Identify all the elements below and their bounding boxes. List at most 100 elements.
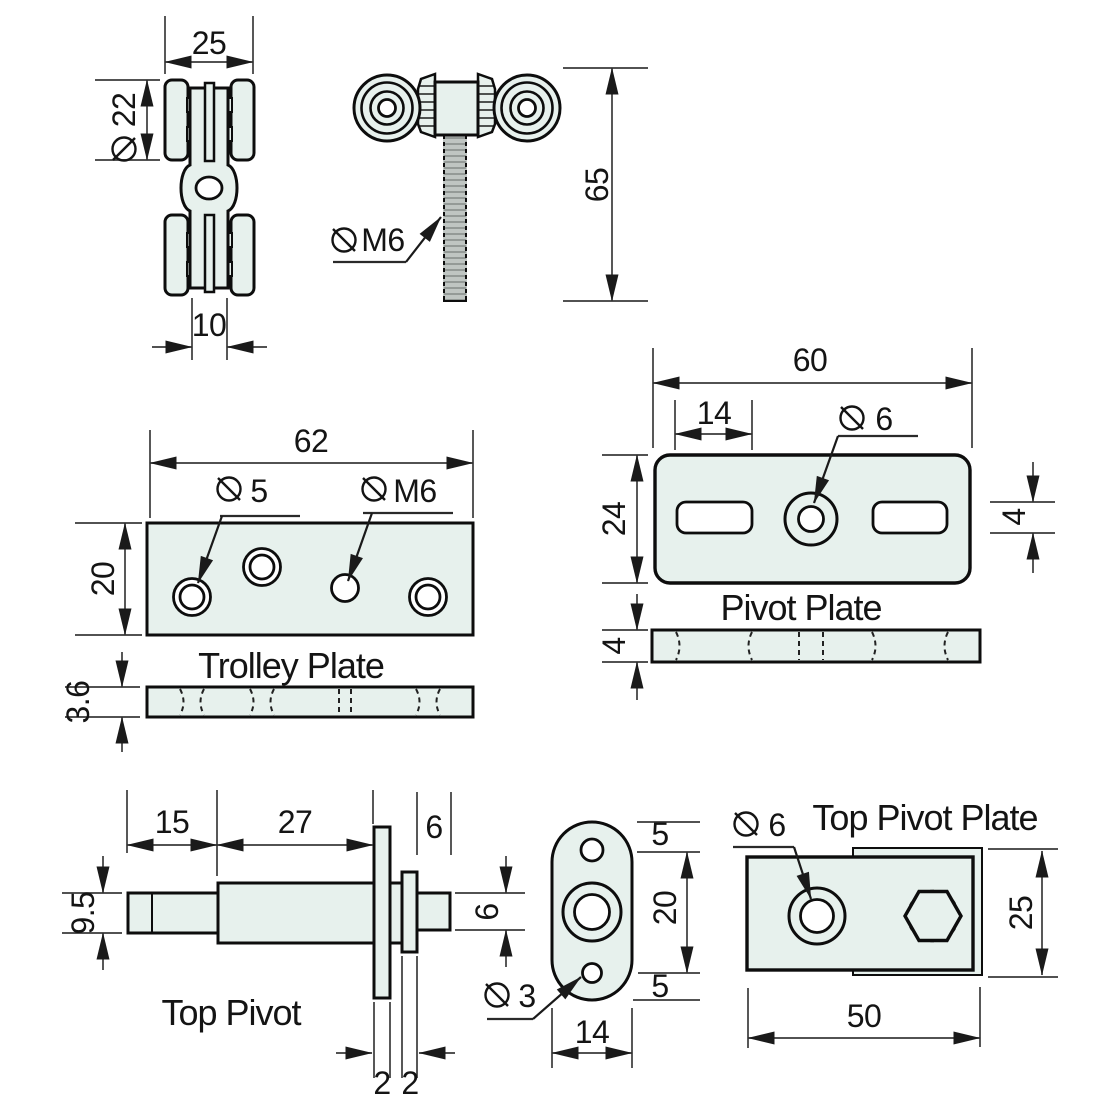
trolley-tire [229,213,256,297]
trolley-front-view: 25 22 10 [95,16,267,360]
hub-bracket [476,72,497,139]
hidden-hole-lines [675,631,949,661]
dim-text-shaft-diameter: 9.5 [65,892,101,935]
callout-thread-hole: M6 [346,473,453,582]
callout-pivot-hole: 6 [812,401,918,504]
diameter-symbol [216,476,242,502]
dim-plate-width: 20 [75,522,142,636]
dim-text-screw-hole: 3 [518,978,535,1014]
dim-plate-length: 62 [149,423,474,518]
dim-text-flange-thk: 2 [373,1065,390,1100]
dim-text-oval-width: 14 [575,1014,610,1050]
boss-ring [561,881,623,943]
dim-trolley-width: 25 [164,16,254,74]
dim-text-plate-length-bottom: 50 [847,998,882,1034]
label-pivot-plate: Pivot Plate [720,587,881,628]
dim-flange-thicknesses: 2 2 [336,956,455,1100]
dim-text-slot-width: 4 [996,508,1032,525]
dim-text-tip-length: 6 [425,809,442,845]
diameter-symbol [361,476,387,502]
dim-plate-thickness: 3.6 [60,652,140,752]
countersunk-hole [172,577,212,617]
callout-rod-thread: M6 [331,216,442,264]
dim-pivot-plate-length: 60 [652,342,973,448]
diameter-symbol [111,136,137,162]
dim-hub-width: 10 [152,298,267,360]
dim-text-pivot-plate-thickness: 4 [596,637,632,654]
hex-nut [903,889,963,943]
trolley-plate-view: 62 5 M6 20 [60,423,475,752]
pivot-plate-edge [650,628,982,664]
dim-edge-bottom: 5 [633,968,700,1004]
top-pivot-plate-view: Top Pivot Plate 6 25 50 [733,797,1058,1048]
diameter-symbol [331,227,357,253]
dim-text-tip-diameter: 6 [469,903,505,920]
dim-trolley-height: 65 [563,67,648,302]
pivot-bolt-hole [194,175,224,201]
dim-hole-spacing: 20 [647,851,694,974]
dim-wheel-diameter: 22 [95,79,160,162]
trolley-side-view: M6 65 [331,67,648,302]
diameter-symbol [484,982,510,1008]
screw-hole-top [579,837,605,863]
pivot-flange [372,825,392,1000]
dim-pivot-segments: 15 27 [126,790,374,876]
dim-text-edge-bottom: 5 [651,968,668,1004]
dim-text-trolley-height: 65 [579,168,615,203]
trolley-plate-edge [145,685,475,719]
dim-text-spacer-thk: 2 [401,1065,418,1100]
dim-tip-length: 6 [416,792,452,855]
diameter-symbol [733,811,759,837]
top-pivot-view: 15 27 6 9.5 6 [62,790,525,1100]
screw-hole-bottom [581,962,603,984]
trolley-wheel [352,73,422,143]
trolley-plate-face [145,521,475,637]
slot [675,500,754,535]
threaded-rod [443,135,467,302]
diameter-symbol [839,405,865,431]
dim-text-hole-spacing: 20 [647,891,683,926]
dim-text-plate-length: 62 [294,423,329,459]
dim-text-seg-a: 15 [155,804,190,840]
pivot-body [216,881,405,945]
hub-bracket [416,72,437,139]
dim-text-rod-thread: M6 [361,222,404,258]
center-slot-bar [203,213,216,294]
center-hole [573,893,611,931]
dim-text-edge-top: 5 [651,816,668,852]
pivot-hole [783,491,839,547]
pivot-spacer [400,870,419,954]
pivot-plate-view: 60 14 6 24 [596,342,1055,700]
hub-knurl-lines [419,85,494,127]
dim-text-pivot-plate-width: 24 [596,502,632,537]
dim-text-wheel-diameter: 22 [106,93,142,128]
threaded-hole [330,573,360,603]
callout-plate-hole: 6 [733,807,813,900]
pivot-tip [415,891,452,932]
callout-csk-hole: 5 [196,473,300,584]
pivot-shaft-left [126,891,220,935]
dim-plate-length-bottom: 50 [747,987,981,1048]
trolley-block [433,80,480,137]
dim-text-pivot-hole: 6 [875,401,892,437]
dim-pivot-plate-thickness: 4 [596,594,648,700]
dim-text-plate-height: 25 [1003,896,1039,931]
dim-text-plate-hole: 6 [768,807,785,843]
hidden-hole-lines [179,688,441,716]
label-trolley-plate: Trolley Plate [198,645,384,686]
trolley-tire [163,78,190,162]
label-top-pivot-plate: Top Pivot Plate [812,797,1037,838]
dim-text-pivot-plate-length: 60 [793,342,828,378]
pivot-hole [787,886,847,946]
countersunk-hole [408,577,448,617]
center-slot-bar [203,81,216,163]
dim-edge-top: 5 [637,816,700,853]
trolley-tire [163,213,190,297]
dim-text-hub-width: 10 [192,307,227,343]
top-pivot-front-view: 5 20 5 3 14 [484,816,700,1068]
countersunk-hole [242,547,282,587]
dim-slot-width: 4 [990,462,1055,573]
callout-screw-hole: 3 [484,976,582,1021]
